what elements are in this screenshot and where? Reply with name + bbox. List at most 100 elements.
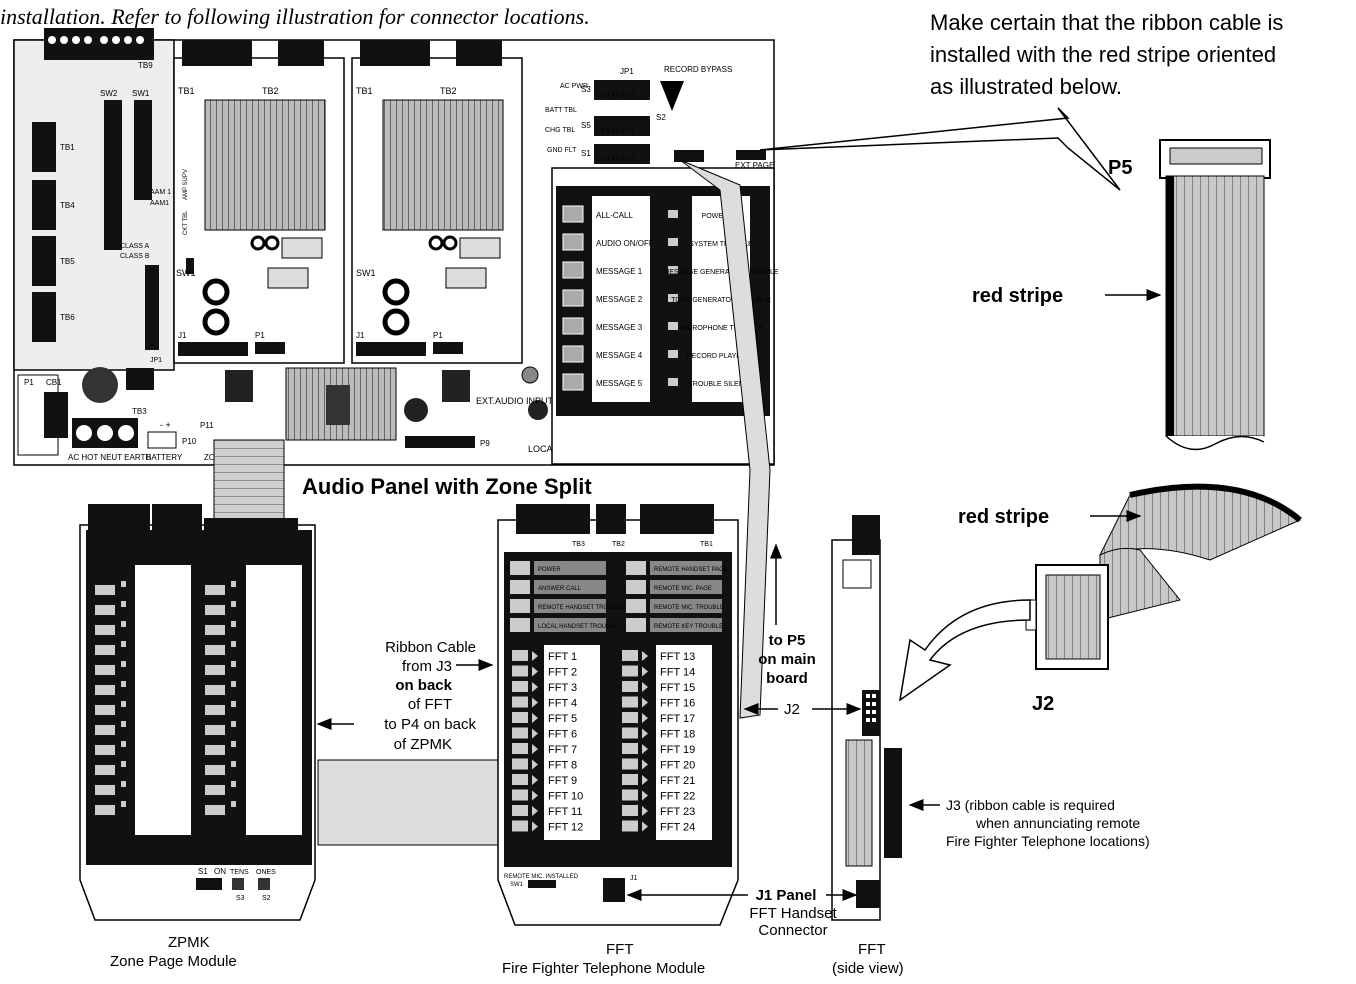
fft-zone-button[interactable] xyxy=(512,681,528,692)
zone-button[interactable] xyxy=(205,725,225,735)
fft-zone-button[interactable] xyxy=(622,650,638,661)
gnd-flt-label: GND FLT xyxy=(547,147,577,154)
fft-zone-button[interactable] xyxy=(622,743,638,754)
fft-zone-button[interactable] xyxy=(512,712,528,723)
zpmk-s1-on: ON xyxy=(214,867,226,876)
zpmk-caption-1: ZPMK xyxy=(168,934,210,951)
message-button[interactable] xyxy=(562,205,584,223)
zone-button[interactable] xyxy=(95,685,115,695)
message-button[interactable] xyxy=(562,373,584,391)
to-p5-line-2: on main xyxy=(758,651,816,668)
fft-control-button[interactable] xyxy=(626,618,646,632)
j2-arrow-note: J2 xyxy=(743,701,862,718)
amp1-tb2: TB2 xyxy=(262,86,279,96)
zone-button[interactable] xyxy=(205,585,225,595)
fft-zone-button[interactable] xyxy=(622,758,638,770)
status-led-label: SYSTEM TROUBLE xyxy=(689,241,753,248)
zone-button[interactable] xyxy=(205,705,225,715)
fft-zone-button[interactable] xyxy=(622,696,638,708)
amp1-sw1: SW1 xyxy=(176,268,196,278)
zone-button[interactable] xyxy=(205,745,225,755)
fft-zone-label: FFT 17 xyxy=(660,713,695,725)
message-button[interactable] xyxy=(562,261,584,279)
message-button[interactable] xyxy=(562,345,584,363)
amplifier-card-2: TB1 TB2 SW1 J1 P1 xyxy=(351,40,523,364)
fft-control-label: REMOTE HANDSET TROUBLE xyxy=(538,605,624,611)
zone-button[interactable] xyxy=(95,665,115,675)
fft-tb1: TB1 xyxy=(700,541,713,548)
fft-control-button[interactable] xyxy=(510,618,530,632)
fft-control-label: ANSWER CALL xyxy=(538,586,582,592)
fft-sw1: SW1 xyxy=(510,882,524,888)
zone-button[interactable] xyxy=(205,765,225,775)
fft-zone-button[interactable] xyxy=(512,789,528,801)
fft-zone-button[interactable] xyxy=(512,727,528,739)
zpmk-s3: S3 xyxy=(236,895,245,902)
fft-zone-button[interactable] xyxy=(622,805,638,816)
fft-control-button[interactable] xyxy=(626,580,646,594)
fft-control-button[interactable] xyxy=(510,561,530,575)
fft-zone-button[interactable] xyxy=(622,712,638,723)
zone-button[interactable] xyxy=(205,645,225,655)
zone-button[interactable] xyxy=(205,805,225,815)
amp1-supv: AMP SUPV xyxy=(183,169,189,200)
zone-button[interactable] xyxy=(205,785,225,795)
amp1-p1: P1 xyxy=(255,331,265,340)
fft-control-button[interactable] xyxy=(510,580,530,594)
zone-button[interactable] xyxy=(205,685,225,695)
fft-zone-button[interactable] xyxy=(512,820,528,832)
fft-control-button[interactable] xyxy=(510,599,530,613)
zone-button[interactable] xyxy=(95,765,115,775)
zone-button[interactable] xyxy=(95,585,115,595)
ribbon-to-p5 xyxy=(679,159,771,719)
fft-zone-button[interactable] xyxy=(512,743,528,754)
fft-zone-button[interactable] xyxy=(512,665,528,677)
fft-zone-button[interactable] xyxy=(622,727,638,739)
fft-zone-label: FFT 21 xyxy=(660,775,695,787)
fft-zone-led-icon xyxy=(642,806,648,816)
cb1-label: CB1 xyxy=(46,378,62,387)
message-led-icon xyxy=(668,350,678,358)
zone-button[interactable] xyxy=(95,805,115,815)
p9-label: P9 xyxy=(480,439,490,448)
fft-zone-button[interactable] xyxy=(622,665,638,677)
fft-zone-button[interactable] xyxy=(512,758,528,770)
fft-control-button[interactable] xyxy=(626,561,646,575)
message-button[interactable] xyxy=(562,289,584,307)
zone-button[interactable] xyxy=(205,625,225,635)
fft-zone-button[interactable] xyxy=(512,774,528,785)
zpmk-caption-2: Zone Page Module xyxy=(110,953,237,970)
fft-zone-button[interactable] xyxy=(622,789,638,801)
ribbon-note-d: of FFT xyxy=(408,696,452,713)
zone-button[interactable] xyxy=(95,605,115,615)
message-button[interactable] xyxy=(562,317,584,335)
message-button-label: MESSAGE 3 xyxy=(596,323,643,332)
fft-zone-button[interactable] xyxy=(512,805,528,816)
j3-note-line-2: when annunciating remote xyxy=(975,815,1140,831)
zone-led-icon xyxy=(121,701,126,707)
fft-zone-led-icon xyxy=(642,728,648,739)
fft-zone-label: FFT 2 xyxy=(548,667,577,679)
zpmk-module: S1 ON TENS ONES S3 S2 xyxy=(79,504,316,921)
zone-button[interactable] xyxy=(95,705,115,715)
zone-button[interactable] xyxy=(205,665,225,675)
fft-zone-button[interactable] xyxy=(512,696,528,708)
fft-zone-button[interactable] xyxy=(622,774,638,785)
callout-arrow-outline xyxy=(759,107,1121,191)
class-b-label: CLASS B xyxy=(120,253,150,260)
zone-button[interactable] xyxy=(95,625,115,635)
zone-button[interactable] xyxy=(95,725,115,735)
ribbon-fft-zpmk xyxy=(317,759,499,846)
zone-button[interactable] xyxy=(95,645,115,655)
s3-label: S3 xyxy=(581,85,591,94)
fft-zone-button[interactable] xyxy=(622,820,638,832)
fft-zone-button[interactable] xyxy=(512,650,528,661)
zone-button[interactable] xyxy=(95,785,115,795)
fft-control-button[interactable] xyxy=(626,599,646,613)
to-p5-line-3: board xyxy=(766,670,808,687)
fft-zone-led-icon xyxy=(642,682,648,692)
zone-button[interactable] xyxy=(205,605,225,615)
message-button[interactable] xyxy=(562,233,584,251)
zone-button[interactable] xyxy=(95,745,115,755)
fft-zone-button[interactable] xyxy=(622,681,638,692)
